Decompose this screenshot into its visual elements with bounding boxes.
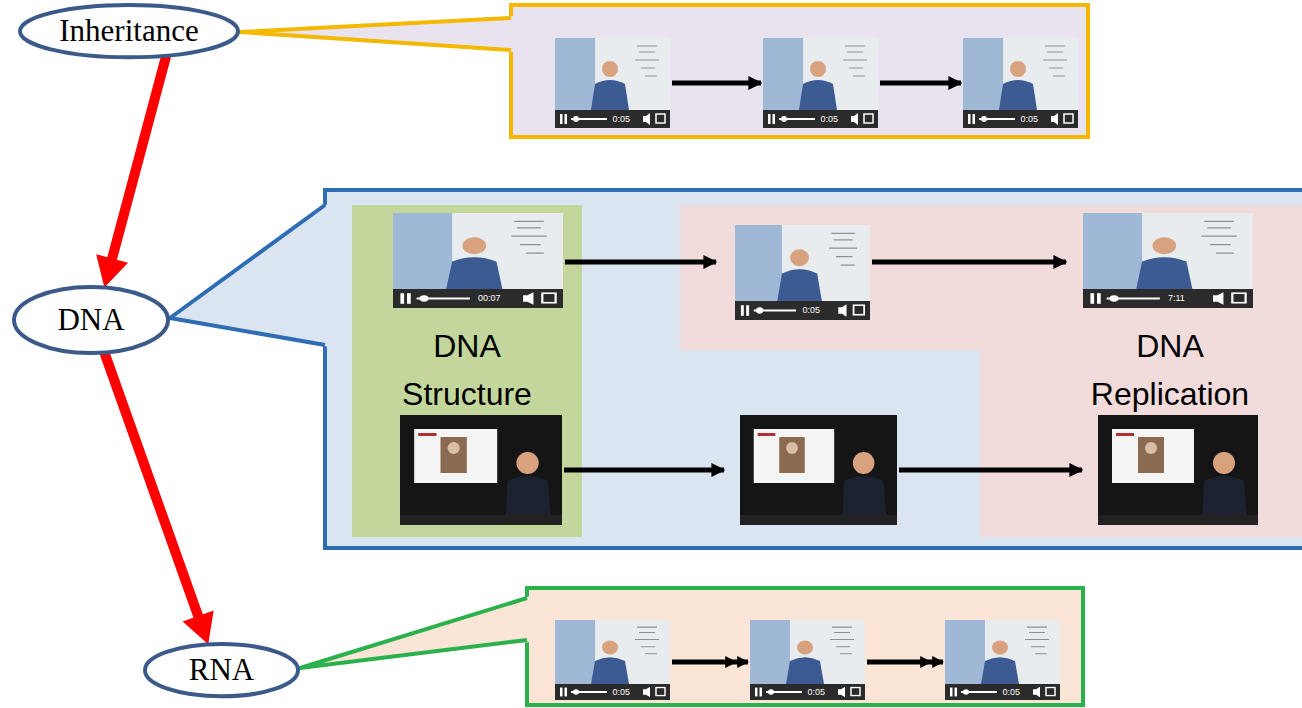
flow-arrow bbox=[96, 56, 166, 288]
ellipse-shape bbox=[14, 287, 168, 353]
video-timestamp: 0:05 bbox=[613, 684, 631, 700]
concept-label: DNA bbox=[57, 303, 124, 337]
video-timestamp: 0:05 bbox=[803, 301, 821, 320]
concept-label: RNA bbox=[189, 653, 254, 687]
video-timestamp: 0:05 bbox=[808, 684, 826, 700]
video-timestamp: 0:05 bbox=[821, 110, 839, 128]
video-timestamp: 0:05 bbox=[613, 110, 631, 128]
ellipse-shape bbox=[145, 644, 298, 696]
topic-region: DNA Structure bbox=[352, 205, 582, 537]
region-title: DNA Replication bbox=[1070, 322, 1270, 418]
video-timestamp: 0:05 bbox=[1003, 684, 1021, 700]
arrow-shaft bbox=[112, 56, 167, 261]
concept-ellipse: Inheritance bbox=[18, 3, 240, 59]
video-timestamp: 0:05 bbox=[1021, 110, 1039, 128]
arrow-shaft bbox=[104, 352, 198, 617]
arrow-head bbox=[96, 254, 128, 287]
region-title: DNA Structure bbox=[377, 322, 557, 418]
video-timestamp: 7:11 bbox=[1168, 289, 1185, 308]
topic-region: DNA Replication bbox=[680, 205, 1302, 537]
video-timestamp: 00:07 bbox=[478, 289, 501, 308]
ellipse-shape bbox=[20, 5, 238, 57]
flow-arrow bbox=[104, 352, 213, 644]
concept-ellipse: RNA bbox=[143, 642, 300, 698]
concept-ellipse: DNA bbox=[12, 285, 170, 355]
arrow-head bbox=[183, 610, 214, 644]
concept-label: Inheritance bbox=[59, 14, 198, 48]
